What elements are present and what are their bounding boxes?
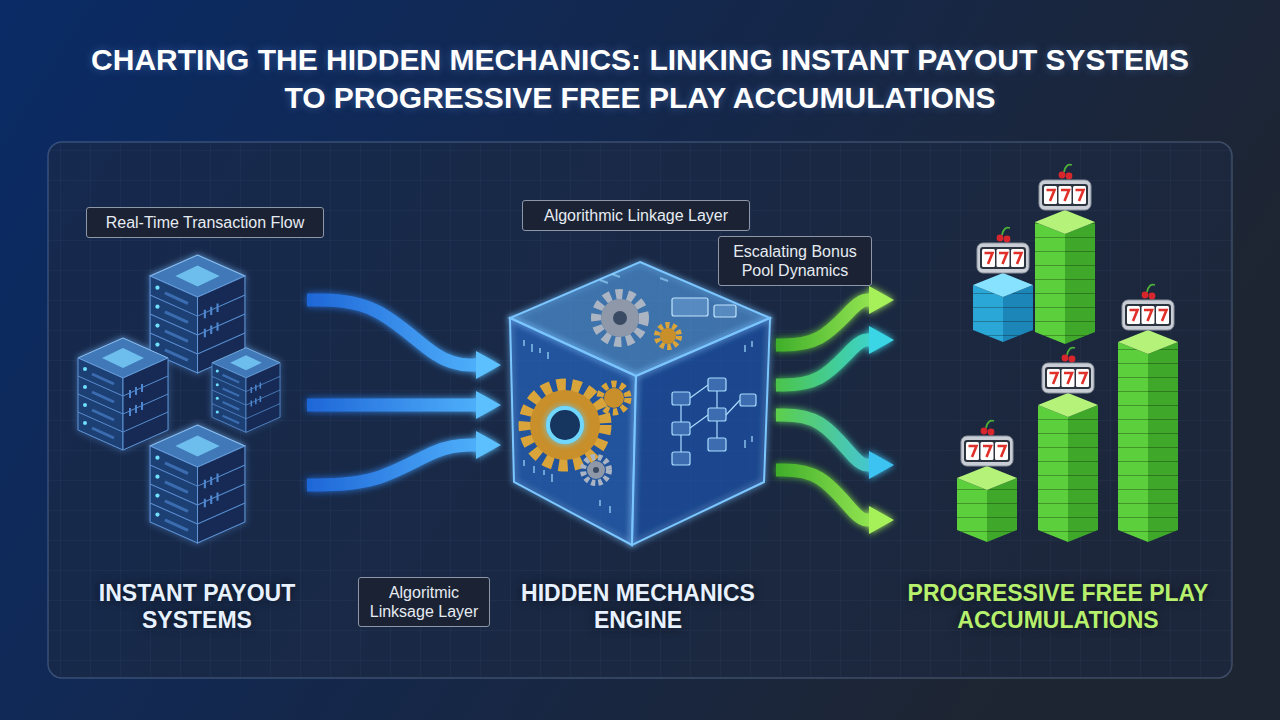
flow-arrow — [307, 399, 476, 412]
tag-text: Algoritmic Linksage Layer — [368, 583, 480, 621]
tag-text: Real-Time Transaction Flow — [96, 213, 314, 232]
server-rack-illustration — [78, 255, 280, 543]
component-group: INSTANT PAYOUT SYSTEMS — [87, 250, 307, 635]
label-tag: Algorithmic Linkage Layer — [522, 200, 750, 231]
label-tag: Escalating Bonus Pool Dynamics — [718, 236, 872, 286]
tag-text: Algorithmic Linkage Layer — [532, 206, 740, 225]
flow-arrow — [307, 445, 476, 485]
flow-arrow — [776, 415, 869, 465]
group-label: INSTANT PAYOUT SYSTEMS — [87, 580, 307, 635]
engine-cube-illustration — [510, 262, 770, 545]
tag-text: Escalating Bonus Pool Dynamics — [728, 242, 862, 280]
bonus-stack-illustration — [957, 165, 1178, 542]
component-group: HIDDEN MECHANICS ENGINE — [500, 255, 776, 635]
flow-arrow — [307, 300, 476, 365]
group-label: HIDDEN MECHANICS ENGINE — [500, 580, 776, 635]
group-label: PROGRESSIVE FREE PLAY ACCUMULATIONS — [893, 580, 1223, 635]
label-tag: Algoritmic Linksage Layer — [358, 577, 490, 627]
label-tag: Real-Time Transaction Flow — [86, 207, 324, 238]
component-group: PROGRESSIVE FREE PLAY ACCUMULATIONS — [893, 170, 1223, 635]
diagram-title: CHARTING THE HIDDEN MECHANICS: LINKING I… — [80, 41, 1200, 116]
flow-arrow — [776, 340, 869, 385]
flow-arrow — [776, 470, 869, 520]
content-panel — [48, 142, 1232, 678]
